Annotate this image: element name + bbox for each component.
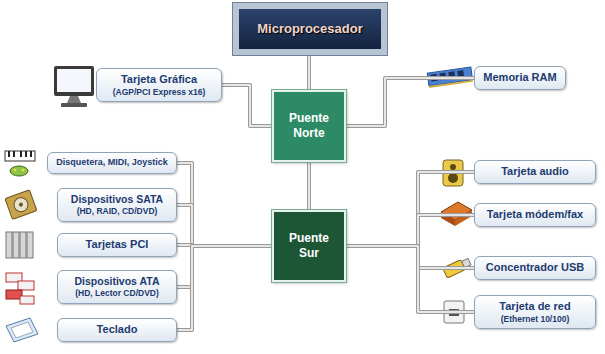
node-title: Dispositivos ATA [65, 275, 169, 288]
node-subtitle: (HD, Lector CD/DVD) [65, 288, 169, 299]
node-title: Memoria RAM [482, 71, 558, 85]
connector-outer [346, 215, 474, 246]
connector-inner [346, 172, 474, 246]
hard-disk-icon [5, 190, 37, 220]
connector-inner [346, 215, 474, 246]
node-texts: Tarjeta Gráfica(AGP/PCI Express x16) [104, 73, 214, 97]
bridge-box: Puente Norte [272, 90, 346, 162]
connector-inner [177, 246, 272, 330]
bus-connector [177, 246, 272, 330]
node-texts: Teclado [65, 323, 169, 337]
connector-outer [222, 85, 272, 126]
bus-connector [177, 205, 272, 246]
node-texts: Memoria RAM [482, 71, 558, 85]
label-box: Teclado [57, 318, 177, 342]
node-texts: Dispositivos ATA(HD, Lector CD/DVD) [65, 275, 169, 299]
node-title: Dispositivos SATA [65, 193, 169, 206]
node-subtitle: (Ethernet 10/100) [482, 314, 588, 325]
keyboard-icon [6, 318, 38, 342]
node-title: Disquetera, MIDI, Joystick [55, 157, 169, 168]
node-texts: Concentrador USB [482, 261, 588, 275]
connector-outer [307, 55, 311, 90]
bridge-box: Puente Sur [272, 210, 346, 282]
connector-inner [177, 205, 272, 246]
node-title: Tarjeta Gráfica [104, 73, 214, 87]
bus-connector [346, 172, 474, 246]
bus-connector [346, 78, 474, 126]
connector-outer [346, 78, 474, 126]
connector-inner [308, 55, 310, 90]
label-box: Dispositivos SATA(HD, RAID, CD/DVD) [57, 188, 177, 222]
bus-connector [346, 246, 474, 268]
connector-inner [177, 163, 272, 246]
node-title: Tarjeta módem/fax [482, 208, 588, 222]
connector-inner [346, 78, 474, 126]
label-box: Tarjeta Gráfica(AGP/PCI Express x16) [96, 68, 222, 102]
label-box: Tarjeta de red(Ethernet 10/100) [474, 295, 596, 329]
node-texts: Puente Norte [278, 111, 340, 141]
node-texts: Disquetera, MIDI, Joystick [55, 157, 169, 168]
node-texts: Tarjeta módem/fax [482, 208, 588, 222]
connector-outer [177, 205, 272, 246]
connector-inner [346, 246, 474, 312]
node-title: Puente Sur [278, 231, 340, 261]
node-title: Puente Norte [278, 111, 340, 141]
node-title: Tarjeta audio [482, 165, 588, 179]
connector-outer [346, 172, 474, 246]
label-box: Concentrador USB [474, 256, 596, 280]
node-texts: Tarjeta de red(Ethernet 10/100) [482, 300, 588, 324]
node-title: Teclado [65, 323, 169, 337]
node-title: Tarjetas PCI [65, 238, 169, 252]
connector-outer [307, 162, 311, 210]
ata-drives-icon [6, 273, 34, 304]
node-title: Tarjeta de red [482, 300, 588, 314]
bus-connector [222, 85, 272, 126]
node-title: Concentrador USB [482, 261, 588, 275]
cpu-box: Microprocesador [233, 3, 387, 55]
connector-outer [177, 163, 272, 246]
connector-inner [222, 85, 272, 126]
node-texts: Tarjetas PCI [65, 238, 169, 252]
label-box: Dispositivos ATA(HD, Lector CD/DVD) [57, 270, 177, 304]
node-texts: Tarjeta audio [482, 165, 588, 179]
label-box: Tarjeta módem/fax [474, 203, 596, 227]
label-box: Tarjeta audio [474, 160, 596, 184]
bus-connector [309, 55, 310, 90]
node-subtitle: (HD, RAID, CD/DVD) [65, 206, 169, 217]
connector-inner [346, 246, 474, 268]
node-texts: Dispositivos SATA(HD, RAID, CD/DVD) [65, 193, 169, 217]
pci-cards-icon [6, 232, 33, 258]
monitor-icon [54, 66, 94, 107]
bus-connector [177, 163, 272, 246]
bus-connector [346, 215, 474, 246]
connector-outer [346, 246, 474, 312]
bus-connector [346, 246, 474, 312]
node-texts: Microprocesador [257, 21, 362, 37]
label-box: Tarjetas PCI [57, 233, 177, 257]
bus-connector [309, 162, 310, 210]
midi-joystick-icon [5, 151, 35, 176]
node-subtitle: (AGP/PCI Express x16) [104, 87, 214, 98]
connector-outer [177, 246, 272, 330]
label-box: Disquetera, MIDI, Joystick [47, 152, 177, 173]
node-texts: Puente Sur [278, 231, 340, 261]
node-title: Microprocesador [257, 21, 362, 37]
connector-inner [308, 162, 310, 210]
connector-outer [346, 246, 474, 268]
label-box: Memoria RAM [474, 66, 566, 90]
